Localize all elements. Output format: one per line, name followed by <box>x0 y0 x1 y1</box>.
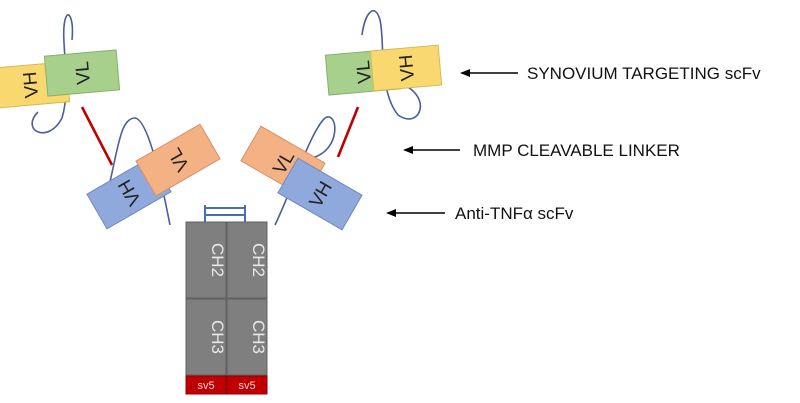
mmp-arrowhead <box>403 146 413 154</box>
mmp-label: MMP CLEAVABLE LINKER <box>473 141 680 160</box>
left-arm: VH VL VH VL <box>0 14 221 230</box>
synovium-label: SYNOVIUM TARGETING scFv <box>527 64 761 83</box>
right-synovium-vh-label: VH <box>396 54 419 82</box>
right-arm: VL VH VL VH <box>240 9 443 231</box>
sv5-left-label: sv5 <box>197 380 214 392</box>
left-mmp-linker <box>80 106 114 166</box>
sv5-left-tag: sv5 <box>185 375 227 395</box>
annotation-anti-tnf: Anti-TNFα scFv <box>386 204 574 223</box>
ch3-right-label: CH3 <box>249 320 268 354</box>
ch2-left-domain: CH2 <box>185 221 227 299</box>
ch2-right-domain: CH2 <box>226 221 268 299</box>
annotation-synovium: SYNOVIUM TARGETING scFv <box>460 64 761 83</box>
sv5-right-label: sv5 <box>238 380 255 392</box>
left-synovium-vh-label: VH <box>20 71 43 99</box>
ch3-right-domain: CH3 <box>226 298 268 376</box>
right-anti-vh-domain: VH <box>277 157 363 231</box>
fc-region: CH2 CH2 CH3 CH3 sv5 sv5 <box>185 221 268 395</box>
hinge <box>204 205 246 222</box>
left-synovium-vl-domain: VL <box>43 49 121 97</box>
synovium-arrowhead <box>460 69 470 77</box>
right-synovium-vh-domain: VH <box>369 44 443 92</box>
ch3-left-domain: CH3 <box>185 298 227 376</box>
ch2-left-label: CH2 <box>208 243 227 277</box>
left-anti-vl-domain: VL <box>135 123 221 197</box>
ch3-left-label: CH3 <box>208 320 227 354</box>
right-synovium-vl-label: VL <box>353 59 376 84</box>
anti-tnf-arrowhead <box>386 209 396 217</box>
right-mmp-linker <box>336 106 360 158</box>
left-synovium-vl-label: VL <box>72 60 95 85</box>
ch2-right-label: CH2 <box>249 243 268 277</box>
sv5-right-tag: sv5 <box>226 375 268 395</box>
annotation-mmp: MMP CLEAVABLE LINKER <box>403 141 680 160</box>
anti-tnf-label: Anti-TNFα scFv <box>455 204 574 223</box>
